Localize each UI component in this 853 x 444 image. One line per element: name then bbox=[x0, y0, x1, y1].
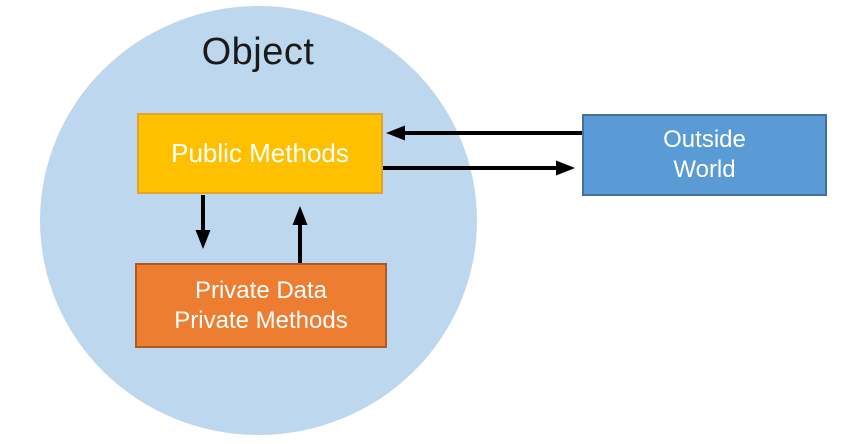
outside-world-label-line2: World bbox=[673, 156, 736, 183]
arrow-head-right-icon bbox=[556, 160, 575, 176]
public-methods-box: Public Methods bbox=[137, 113, 383, 194]
object-boundary-circle bbox=[40, 6, 477, 435]
public-methods-label: Public Methods bbox=[171, 138, 349, 168]
private-methods-label: Private Methods bbox=[174, 306, 348, 334]
private-data-methods-box: Private Data Private Methods bbox=[135, 263, 387, 348]
outside-world-box: Outside World bbox=[582, 114, 827, 196]
private-data-label: Private Data bbox=[194, 276, 328, 304]
outside-world-label-line1: Outside bbox=[663, 126, 746, 153]
object-title: Object bbox=[201, 31, 315, 73]
